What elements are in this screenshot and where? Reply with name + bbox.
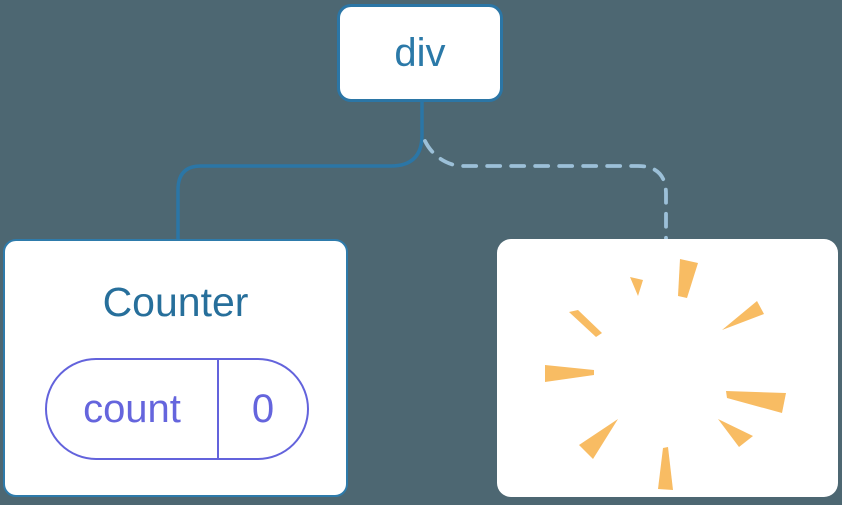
state-pill-key: count (47, 360, 219, 458)
poof-ray (722, 301, 764, 330)
node-div-label: div (394, 30, 446, 75)
state-pill: count 0 (45, 358, 309, 460)
counter-title: Counter (102, 279, 249, 325)
poof-ray (579, 419, 618, 459)
poof-ray (545, 365, 594, 382)
state-pill-value: 0 (251, 386, 275, 431)
poof-ray (718, 419, 753, 447)
node-removed (497, 239, 838, 497)
edge-div-to-removed (423, 139, 668, 242)
node-counter: Counter count 0 (3, 239, 348, 497)
poof-ray (630, 277, 643, 296)
poof-burst-icon (545, 259, 786, 490)
poof-ray (726, 391, 786, 413)
poof-ray (569, 310, 602, 337)
poof-ray (658, 447, 673, 490)
edge-div-to-counter (176, 99, 424, 242)
poof-ray (678, 259, 698, 298)
node-div: div (337, 4, 503, 102)
